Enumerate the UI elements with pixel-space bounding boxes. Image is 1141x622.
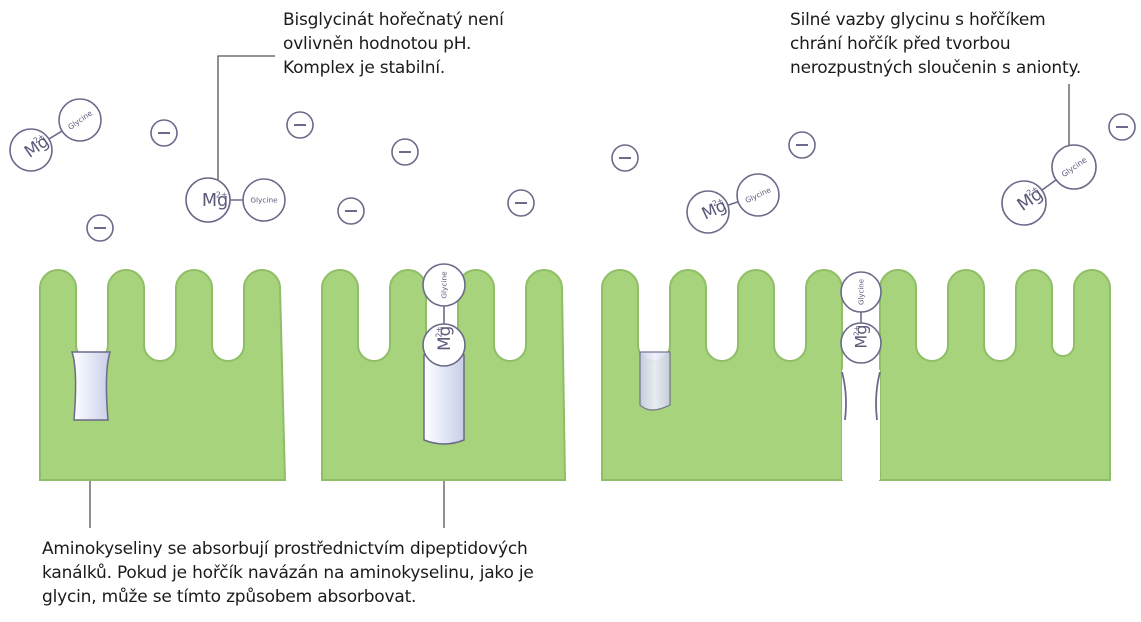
tissue-blocks: [40, 270, 1110, 480]
caption-line: Bisglycinát hořečnatý není: [283, 8, 504, 32]
anion: [287, 112, 313, 138]
glycine-text: Glycine: [250, 196, 278, 205]
magnesium-label: Mg2+: [852, 325, 871, 349]
caption-line: Aminokyseliny se absorbují prostřednictv…: [42, 537, 534, 561]
anion: [508, 190, 534, 216]
caption-line: ovlivněn hodnotou pH.: [283, 32, 504, 56]
glycine-label: Glycine: [857, 279, 865, 305]
anion: [338, 198, 364, 224]
caption-dipeptide-absorption: Aminokyseliny se absorbují prostřednictv…: [42, 537, 534, 609]
glycine-label: Glycine: [440, 271, 449, 299]
channel-block-2: [424, 355, 464, 444]
anions: [87, 112, 1135, 241]
magnesium-label: Mg2+: [202, 190, 228, 211]
magnesium-charge: 2+: [852, 325, 861, 336]
anion: [392, 139, 418, 165]
tissue-block-3: [602, 270, 842, 480]
tissue-block-4: [880, 270, 1110, 480]
anion: [789, 132, 815, 158]
open-channel-gap: [842, 365, 880, 480]
glycine-text: Glycine: [440, 271, 449, 299]
magnesium-label: Mg2+: [434, 326, 454, 351]
anion: [151, 120, 177, 146]
caption-line: Komplex je stabilní.: [283, 56, 504, 80]
caption-ph-stability: Bisglycinát hořečnatý není ovlivněn hodn…: [283, 8, 504, 80]
magnesium-charge: 2+: [216, 190, 228, 199]
caption-anion-protection: Silné vazby glycinu s hořčíkem chrání ho…: [790, 8, 1081, 80]
anion: [1109, 114, 1135, 140]
caption-line: kanálků. Pokud je hořčík navázán na amin…: [42, 561, 534, 585]
channel-block-3: [640, 352, 670, 410]
caption-line: glycin, může se tímto způsobem absorbova…: [42, 585, 534, 609]
caption-line: nerozpustných sloučenin s anionty.: [790, 56, 1081, 80]
channel-block-1: [72, 352, 110, 420]
glycine-text: Glycine: [857, 279, 865, 305]
caption-line: chrání hořčík před tvorbou: [790, 32, 1081, 56]
leader-line-top-middle: [218, 56, 275, 190]
glycine-label: Glycine: [250, 196, 278, 205]
caption-line: Silné vazby glycinu s hořčíkem: [790, 8, 1081, 32]
magnesium-charge: 2+: [434, 326, 443, 337]
anion: [612, 145, 638, 171]
anion: [87, 215, 113, 241]
